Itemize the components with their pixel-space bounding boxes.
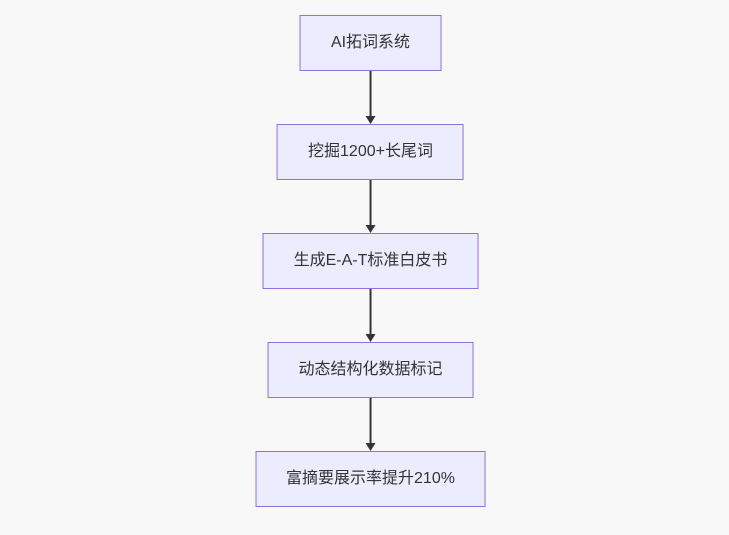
arrow-line — [369, 180, 372, 225]
arrow-line — [369, 71, 372, 116]
flow-arrow-2 — [365, 180, 376, 233]
flow-node-ai-system: AI拓词系统 — [299, 15, 442, 71]
flow-node-label: 生成E-A-T标准白皮书 — [293, 252, 448, 269]
arrow-line — [369, 289, 372, 334]
arrow-head-icon — [365, 116, 376, 124]
arrow-line — [369, 398, 372, 443]
flow-node-label: 富摘要展示率提升210% — [286, 470, 455, 487]
flow-node-structured-data: 动态结构化数据标记 — [267, 342, 474, 398]
flow-node-eat-whitepaper: 生成E-A-T标准白皮书 — [262, 233, 479, 289]
flow-node-rich-snippet-result: 富摘要展示率提升210% — [255, 451, 486, 507]
flow-arrow-1 — [365, 71, 376, 124]
flow-arrow-4 — [365, 398, 376, 451]
flow-arrow-3 — [365, 289, 376, 342]
flowchart-column: AI拓词系统 挖掘1200+长尾词 生成E-A-T标准白皮书 动态结构化数据标记 — [255, 15, 486, 507]
flow-node-longtail-words: 挖掘1200+长尾词 — [277, 124, 464, 180]
flow-node-label: 动态结构化数据标记 — [298, 361, 443, 378]
flow-node-label: AI拓词系统 — [330, 34, 411, 51]
arrow-head-icon — [365, 443, 376, 451]
arrow-head-icon — [365, 225, 376, 233]
arrow-head-icon — [365, 334, 376, 342]
flow-node-label: 挖掘1200+长尾词 — [308, 143, 433, 160]
